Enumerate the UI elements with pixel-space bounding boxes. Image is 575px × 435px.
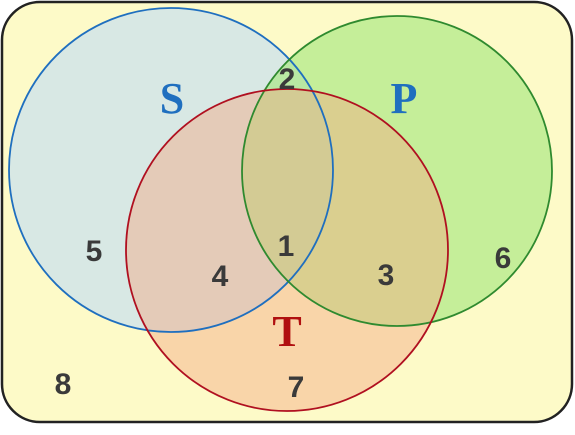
set-p-label: P <box>391 74 418 123</box>
set-s-label: S <box>160 74 184 123</box>
set-t-circle <box>125 88 449 412</box>
region-p-only: 6 <box>495 242 512 275</box>
region-p-and-t: 3 <box>378 259 395 292</box>
region-t-only: 7 <box>288 371 305 404</box>
region-outside: 8 <box>55 368 72 401</box>
set-s-circle <box>8 7 334 333</box>
set-t-label: T <box>272 307 301 356</box>
region-s-only: 5 <box>86 235 103 268</box>
region-s-p-t: 1 <box>278 230 295 263</box>
set-s-circle-fill <box>9 8 333 332</box>
set-p-circle-fill <box>242 16 552 326</box>
set-p-circle <box>241 15 553 327</box>
region-s-and-t: 4 <box>212 260 229 293</box>
region-s-and-p: 2 <box>279 63 296 96</box>
set-t-circle-fill <box>126 89 448 411</box>
